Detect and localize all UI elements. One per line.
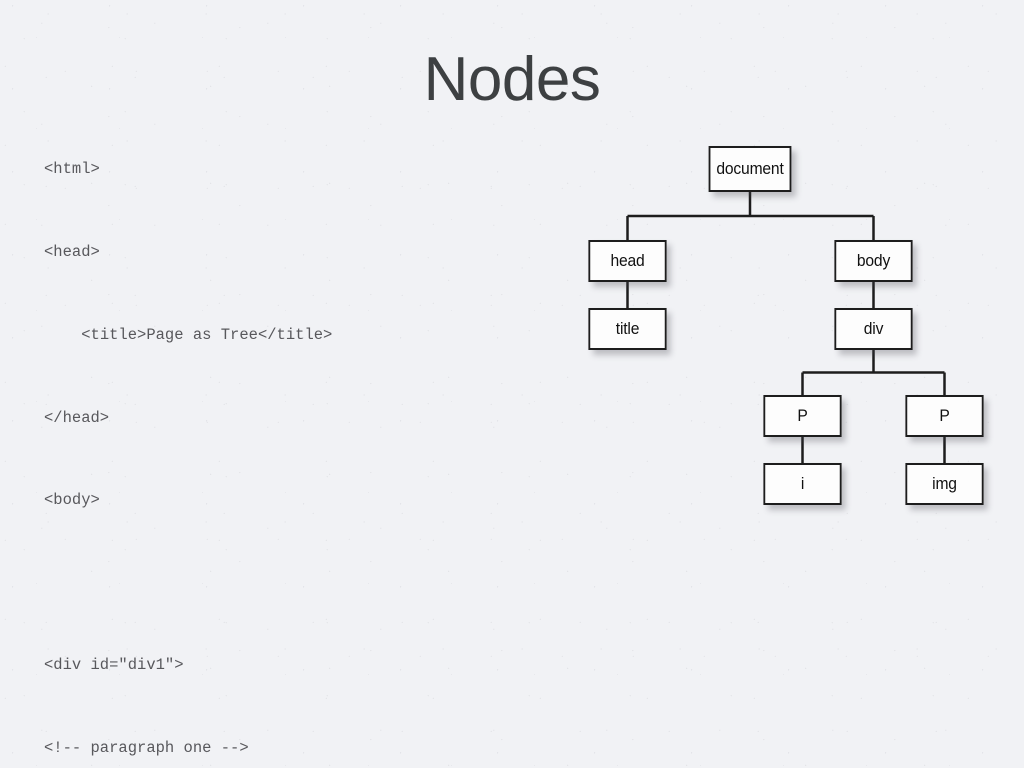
tree-node-div: div: [834, 308, 913, 350]
tree-node-img: img: [905, 463, 984, 505]
tree-connectors: [626, 192, 946, 463]
tree-node-body: body: [834, 240, 913, 282]
tree-node-label: body: [856, 251, 891, 270]
tree-node-label: P: [797, 406, 808, 425]
code-line: <div id="div1">: [44, 656, 184, 675]
tree-node-label: title: [615, 319, 640, 338]
tree-node-label: document: [716, 159, 784, 178]
code-blank-line: [44, 570, 564, 597]
code-line: <!-- paragraph one -->: [44, 739, 249, 758]
code-line: </head>: [44, 408, 110, 427]
code-line: <head>: [44, 242, 100, 261]
tree-node-p1: P: [763, 395, 842, 437]
tree-node-label: i: [800, 474, 805, 493]
tree-node-title: title: [588, 308, 667, 350]
html-code-listing: <html> <head> <title>Page as Tree</title…: [44, 101, 564, 768]
tree-node-document: document: [708, 146, 792, 192]
tree-node-label: head: [610, 251, 645, 270]
tree-node-head: head: [588, 240, 667, 282]
tree-node-p2: P: [905, 395, 984, 437]
tree-node-i: i: [763, 463, 842, 505]
tree-node-label: img: [932, 474, 957, 493]
code-line: <title>Page as Tree</title>: [44, 325, 333, 344]
code-line: <body>: [44, 491, 100, 510]
page-title: Nodes: [423, 45, 601, 114]
tree-node-label: div: [863, 319, 884, 338]
code-line: <html>: [44, 160, 100, 179]
tree-node-label: P: [939, 406, 950, 425]
